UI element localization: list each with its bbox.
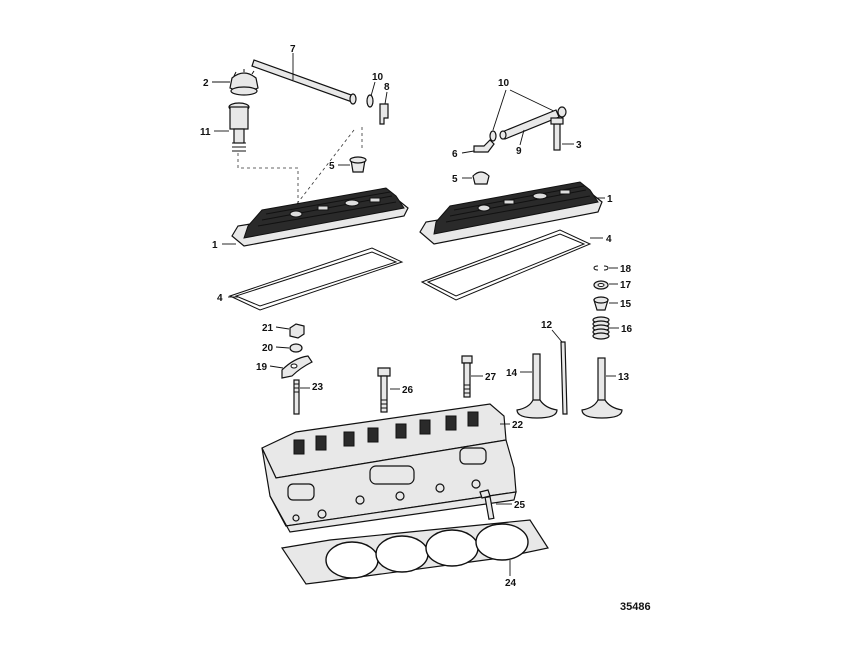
callout-5-left: 5 — [329, 161, 335, 172]
valve-spring-clip — [593, 265, 609, 271]
valve-spring-retainer — [593, 296, 609, 311]
hose-clamp-right — [489, 106, 567, 142]
head-stud-bolt — [479, 489, 495, 520]
breather-hose-right — [499, 109, 560, 140]
valve-cover-right — [419, 181, 603, 245]
rocker-arm-ball — [289, 343, 303, 353]
valve-spring — [592, 316, 610, 340]
rocker-arm — [281, 355, 313, 379]
callout-10-right: 10 — [498, 78, 510, 89]
callout-19: 19 — [256, 362, 268, 373]
callout-14: 14 — [506, 368, 518, 379]
callout-3: 3 — [576, 140, 582, 151]
rocker-arm-nut — [289, 323, 305, 339]
grommet-left — [349, 156, 367, 173]
rocker-arm-stud — [293, 379, 300, 415]
callout-11: 11 — [200, 127, 211, 138]
exhaust-valve — [581, 357, 623, 419]
valve-seal — [593, 280, 609, 290]
callout-4-right: 4 — [606, 234, 612, 245]
callout-13: 13 — [618, 372, 630, 383]
callout-27: 27 — [485, 372, 497, 383]
cylinder-head-gasket — [280, 519, 549, 585]
callout-25: 25 — [514, 500, 526, 511]
breather-elbow-right — [473, 139, 495, 153]
callout-23: 23 — [312, 382, 324, 393]
callout-26: 26 — [402, 385, 414, 396]
callout-17: 17 — [620, 280, 632, 291]
valve-cover-gasket-right — [420, 229, 592, 301]
callout-22: 22 — [512, 420, 524, 431]
hose-clamp-left — [366, 94, 374, 108]
callout-1-left: 1 — [212, 240, 218, 251]
callout-9: 9 — [516, 146, 522, 157]
valve-cover-left — [231, 187, 409, 247]
pushrod — [560, 341, 568, 415]
callout-2: 2 — [203, 78, 209, 89]
callout-18: 18 — [620, 264, 632, 275]
callout-5-right: 5 — [452, 174, 458, 185]
callout-1-right: 1 — [607, 194, 613, 205]
grommet-right — [472, 171, 490, 185]
callout-21: 21 — [262, 323, 274, 334]
intake-valve — [516, 353, 558, 419]
callout-4-left: 4 — [217, 293, 223, 304]
valve-cover-gasket-left — [228, 247, 404, 311]
callout-15: 15 — [620, 299, 632, 310]
callout-7: 7 — [290, 44, 296, 55]
cylinder-head-bolt-long — [377, 367, 391, 413]
callout-16: 16 — [621, 324, 633, 335]
oil-filler-tube — [228, 102, 250, 152]
figure-number: 35486 — [620, 601, 651, 613]
callout-8: 8 — [384, 82, 390, 93]
breather-hose — [251, 59, 357, 105]
callout-10-left: 10 — [372, 72, 384, 83]
pcv-valve — [550, 117, 564, 151]
callout-24: 24 — [505, 578, 517, 589]
breather-elbow-left — [379, 103, 389, 125]
cylinder-head-bolt-medium — [461, 355, 473, 398]
cylinder-head — [261, 403, 517, 533]
callout-20: 20 — [262, 343, 274, 354]
oil-filler-cap — [229, 69, 259, 96]
callout-12: 12 — [541, 320, 553, 331]
callout-6: 6 — [452, 149, 458, 160]
